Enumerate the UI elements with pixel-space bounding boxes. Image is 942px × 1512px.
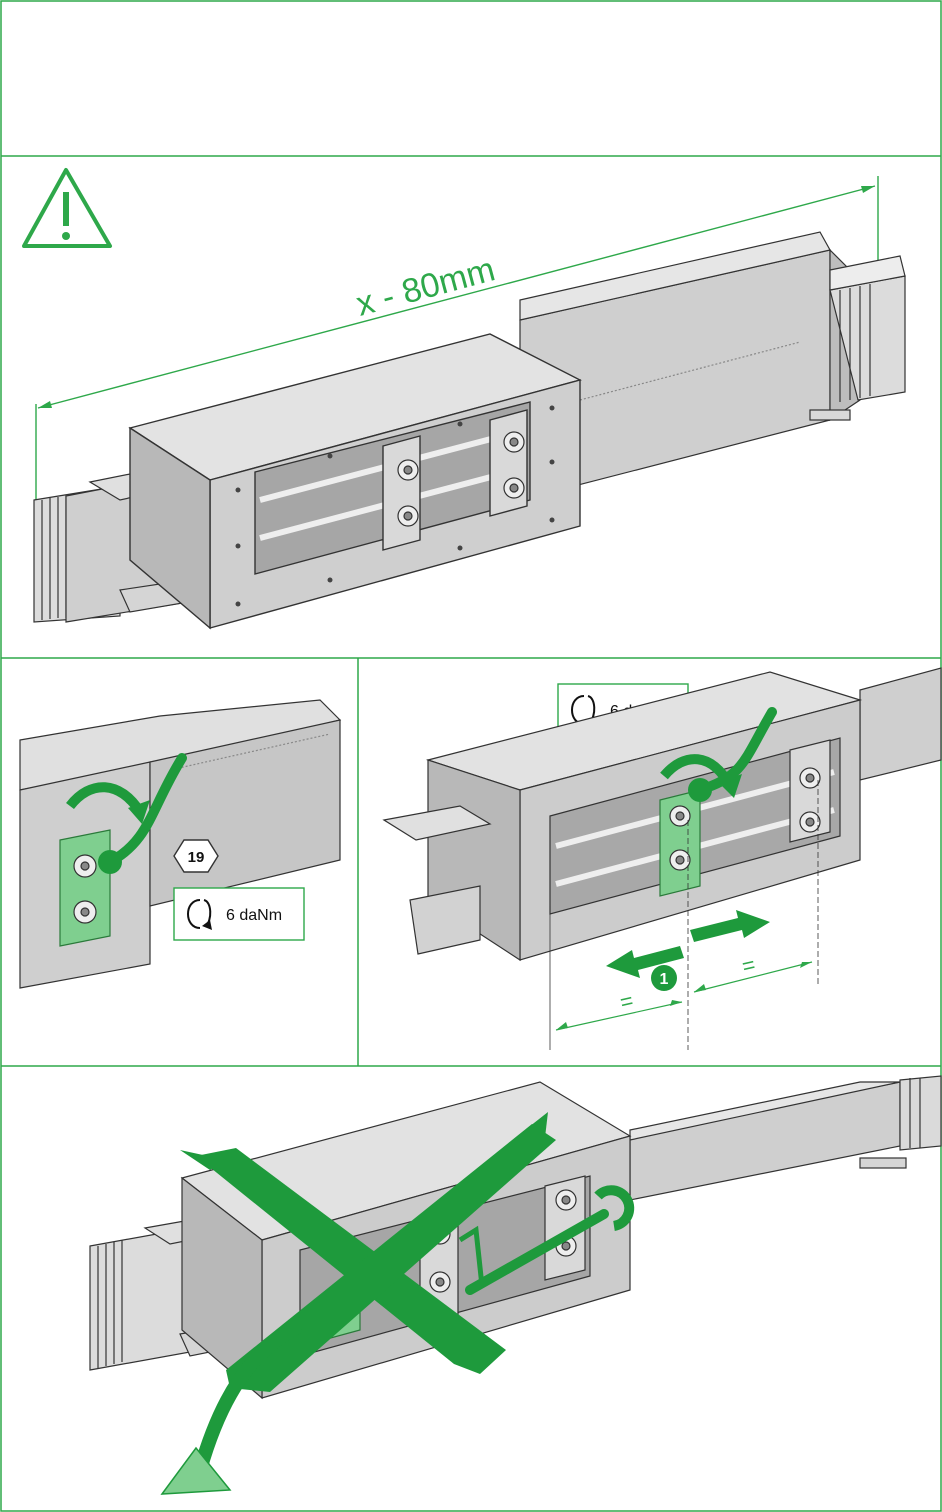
housing-bolts: [397, 431, 525, 527]
warning-triangle-icon: [22, 168, 112, 248]
housing-screws: [235, 405, 555, 607]
panel-prohibited: [89, 1075, 942, 1495]
rotation-arrow-icon: [66, 782, 150, 824]
hex-size-label: 19: [188, 849, 205, 866]
panel-tighten-detail: 19 6 daNm: [19, 699, 342, 989]
centering-dimensions: [549, 780, 819, 1050]
step-number-icon: [651, 965, 677, 991]
panel-overview: x - 80mm: [22, 168, 906, 630]
equal-left-label: =: [618, 988, 636, 1015]
slide-arrows-icon: [606, 910, 770, 978]
dimension-label: x - 80mm: [352, 250, 499, 323]
busbar-right: [519, 231, 906, 501]
torque-value: 6 daNm: [226, 907, 282, 924]
socket-wrench-icon: [98, 753, 187, 874]
step-center-label: 1: [660, 971, 669, 988]
socket-wrench-icon: [688, 707, 777, 802]
joint-housing: [128, 333, 582, 630]
wrench-icon: [458, 1185, 635, 1295]
removal-arrow-icon: [160, 1319, 304, 1495]
equal-right-label: =: [740, 952, 758, 979]
torque-box: [173, 887, 305, 941]
hex-socket-icon: [173, 839, 219, 873]
prohibited-cross-icon: [180, 1112, 556, 1392]
torque-rotation-icon: [187, 899, 212, 930]
right-housing: [382, 667, 942, 962]
detail-housing: [19, 699, 342, 989]
panel-center-detail: 6 daNm 2 19: [382, 667, 942, 1050]
